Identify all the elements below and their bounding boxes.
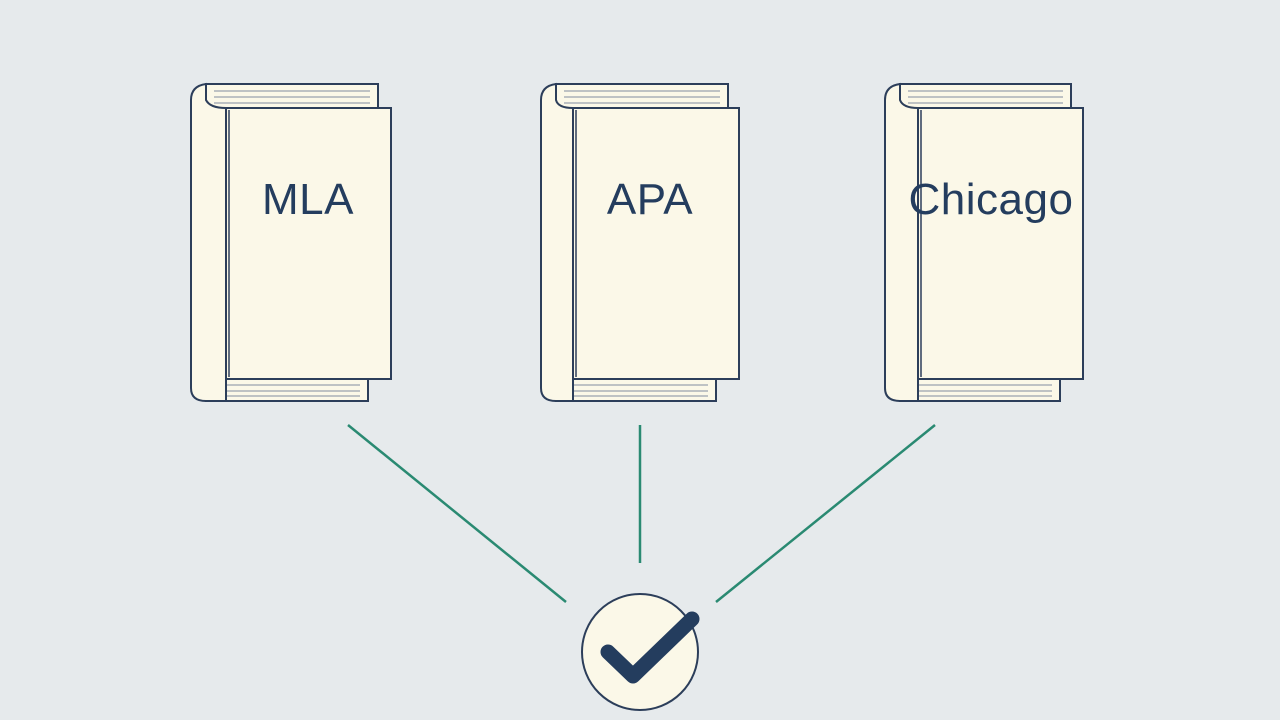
book-apa: APA [540, 82, 740, 402]
book-icon [540, 82, 740, 402]
book-label-apa: APA [607, 175, 693, 224]
connector-mla [347, 424, 567, 603]
book-icon [884, 82, 1084, 402]
book-icon [190, 82, 392, 402]
connector-chicago [715, 424, 936, 603]
book-mla: MLA [190, 82, 392, 402]
book-label-chicago: Chicago [909, 175, 1074, 224]
checkmark-circle-icon [581, 593, 700, 711]
book-chicago: Chicago [884, 82, 1084, 402]
book-label-mla: MLA [262, 175, 354, 224]
